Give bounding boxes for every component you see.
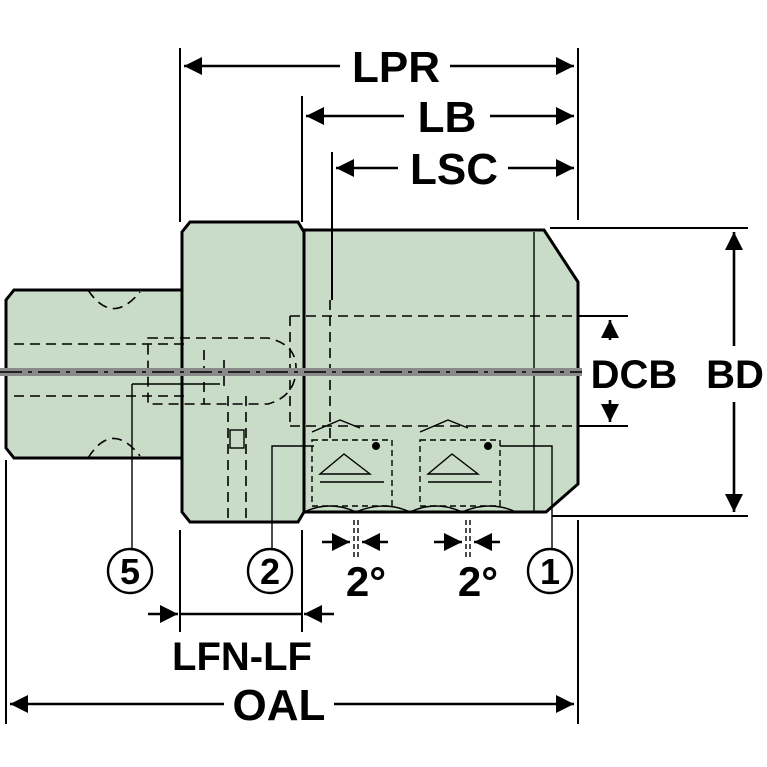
- callout-2: 2: [246, 547, 294, 595]
- dimension-arrows: [10, 56, 744, 714]
- label-lpr: LPR: [352, 43, 440, 92]
- label-lb: LB: [418, 93, 477, 142]
- label-oal: OAL: [233, 681, 326, 730]
- label-angle-left: 2°: [346, 558, 386, 605]
- tool-body: [0, 220, 582, 560]
- callout-5-number: 5: [120, 551, 140, 592]
- callout-1-number: 1: [540, 551, 560, 592]
- label-angle-right: 2°: [458, 558, 498, 605]
- label-dcb: DCB: [591, 353, 678, 397]
- label-bd: BD: [706, 353, 764, 397]
- callout-5: 5: [106, 547, 154, 595]
- callout-2-number: 2: [260, 551, 280, 592]
- callout-1: 1: [526, 547, 574, 595]
- label-lfn-lf: LFN-LF: [172, 635, 312, 679]
- label-lsc: LSC: [410, 145, 498, 194]
- extension-lines: [5, 48, 748, 724]
